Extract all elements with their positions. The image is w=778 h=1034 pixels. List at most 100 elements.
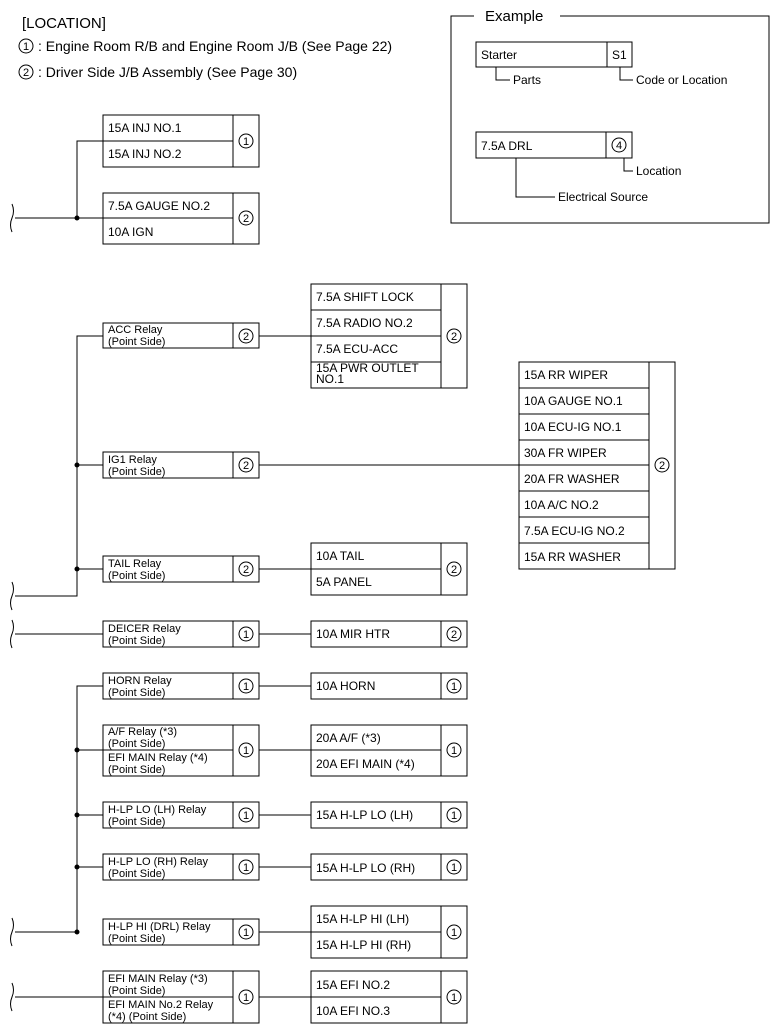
relay-hlp-lo-rh-location: 1 (243, 862, 249, 874)
relay-af-location: 1 (243, 745, 249, 757)
fuse-hlp-lo-lh: 15A H-LP LO (LH) (316, 808, 413, 822)
relay-acc-location: 2 (243, 331, 249, 343)
relay-hlp-lo-lh-sub: (Point Side) (108, 816, 165, 828)
feed-ign-top (10, 140, 103, 233)
relay-tail-location: 2 (243, 564, 249, 576)
fuse-group-horn: 10A HORN 1 (310, 672, 468, 700)
fuse-ecu-ig-no2: 7.5A ECU-IG NO.2 (524, 524, 625, 538)
relay-efi-main-location: 1 (243, 992, 249, 1004)
relay-horn-name: HORN Relay (108, 675, 172, 687)
relay-efi-main-3-sub: (Point Side) (108, 985, 165, 997)
relay-tail-name: TAIL Relay (108, 558, 162, 570)
relay-ig1-location: 2 (243, 460, 249, 472)
example-box: Example Starter S1 Parts Code or Locatio… (450, 8, 770, 224)
example-location-label: Location (636, 164, 681, 178)
fuse-gauge-2: 10A IGN (108, 225, 153, 239)
fuse-gauge-1: 7.5A GAUGE NO.2 (108, 199, 210, 213)
fuse-fr-wiper: 30A FR WIPER (524, 446, 607, 460)
example-source-code: 4 (616, 140, 622, 152)
fuse-fr-washer: 20A FR WASHER (524, 472, 620, 486)
relay-af-name: A/F Relay (*3) (108, 726, 177, 738)
location-legend: [LOCATION] 1 : Engine Room R/B and Engin… (18, 15, 392, 80)
fuse-inj-1: 15A INJ NO.1 (108, 121, 182, 135)
relay-hlp-lo-lh-name: H-LP LO (LH) Relay (108, 804, 207, 816)
fuse-mir-htr: 10A MIR HTR (316, 627, 390, 641)
location-code-1-marker (18, 38, 34, 54)
fuse-rr-wiper: 15A RR WIPER (524, 368, 608, 382)
fuse-hlp-hi-location: 1 (451, 927, 457, 939)
fuse-group-tail: 10A TAIL 5A PANEL 2 (310, 542, 468, 596)
relay-af-sub: (Point Side) (108, 738, 165, 750)
location-code-1-text: : Engine Room R/B and Engine Room J/B (S… (38, 38, 392, 54)
relay-hlp-hi-location: 1 (243, 927, 249, 939)
relay-deicer-location: 1 (243, 629, 249, 641)
fuse-efi-location: 1 (451, 992, 457, 1004)
example-source-name: 7.5A DRL (481, 139, 533, 153)
relay-horn: HORN Relay (Point Side) 1 (102, 672, 260, 700)
relay-hlp-lo-lh-location: 1 (243, 810, 249, 822)
location-code-2-marker (18, 64, 34, 80)
fuse-inj-2: 15A INJ NO.2 (108, 147, 182, 161)
relay-hlp-lo-rh-sub: (Point Side) (108, 868, 165, 880)
relay-deicer-name: DEICER Relay (108, 623, 181, 635)
relay-hlp-lo-rh: H-LP LO (RH) Relay (Point Side) 1 (102, 853, 260, 881)
fuse-panel: 5A PANEL (316, 575, 372, 589)
feed-efi-main (10, 982, 103, 1012)
fuse-ecu-ig-no1: 10A ECU-IG NO.1 (524, 420, 622, 434)
fuse-gauge-location: 2 (243, 213, 249, 225)
relay-horn-location: 1 (243, 681, 249, 693)
relay-tail-sub: (Point Side) (108, 570, 165, 582)
relay-hlp-hi-sub: (Point Side) (108, 933, 165, 945)
relay-af-efi-main: A/F Relay (*3) (Point Side) EFI MAIN Rel… (102, 724, 260, 777)
fuse-group-af: 20A A/F (*3) 20A EFI MAIN (*4) 1 (310, 724, 468, 777)
relay-hlp-lo-rh-name: H-LP LO (RH) Relay (108, 856, 209, 868)
relay-hlp-hi: H-LP HI (DRL) Relay (Point Side) 1 (102, 918, 260, 946)
fuse-pwr-outlet-2: NO.1 (316, 372, 344, 386)
fuse-efi-no2: 15A EFI NO.2 (316, 978, 390, 992)
fuse-ig1-location: 2 (659, 460, 665, 472)
location-code-2-text: : Driver Side J/B Assembly (See Page 30) (38, 64, 297, 80)
relay-hlp-lo-lh: H-LP LO (LH) Relay (Point Side) 1 (102, 801, 260, 829)
fuse-ac-no2: 10A A/C NO.2 (524, 498, 599, 512)
fuse-hlp-hi-rh: 15A H-LP HI (RH) (316, 938, 411, 952)
example-source-label: Electrical Source (558, 190, 648, 204)
example-parts-label: Parts (513, 73, 541, 87)
fuse-group-gauge: 7.5A GAUGE NO.2 10A IGN 2 (102, 192, 260, 245)
fuse-hlp-hi-lh: 15A H-LP HI (LH) (316, 912, 409, 926)
relay-efi-main-no2-name: EFI MAIN No.2 Relay (108, 999, 214, 1011)
relay-efi-main-sub: (Point Side) (108, 764, 165, 776)
relay-efi-main-no2-sub: (*4) (Point Side) (108, 1011, 186, 1023)
relay-ig1: IG1 Relay (Point Side) 2 (102, 451, 260, 479)
fuse-group-deicer: 10A MIR HTR 2 (310, 620, 468, 648)
fuse-horn: 10A HORN (316, 679, 375, 693)
fuse-group-efi: 15A EFI NO.2 10A EFI NO.3 1 (310, 970, 468, 1024)
fuse-group-ig1: 15A RR WIPER 10A GAUGE NO.1 10A ECU-IG N… (518, 361, 676, 570)
fuse-tail-location: 2 (451, 564, 457, 576)
relay-efi-main-name: EFI MAIN Relay (*4) (108, 752, 208, 764)
relay-ig1-name: IG1 Relay (108, 454, 157, 466)
fuse-hlp-lo-rh-location: 1 (451, 862, 457, 874)
relay-acc: ACC Relay (Point Side) 2 (102, 322, 260, 349)
fuse-efi-no3: 10A EFI NO.3 (316, 1004, 390, 1018)
example-part-name: Starter (481, 48, 517, 62)
fuse-efi-main: 20A EFI MAIN (*4) (316, 757, 415, 771)
fuse-hlp-lo-rh: 15A H-LP LO (RH) (316, 861, 415, 875)
relay-tail: TAIL Relay (Point Side) 2 (102, 555, 260, 583)
fuse-af: 20A A/F (*3) (316, 731, 381, 745)
fuse-acc-location: 2 (451, 331, 457, 343)
example-source-box (475, 131, 633, 159)
relay-efi-main: EFI MAIN Relay (*3) (Point Side) EFI MAI… (102, 970, 260, 1024)
example-code-label: Code or Location (636, 73, 727, 87)
relay-deicer-sub: (Point Side) (108, 635, 165, 647)
example-title: Example (485, 8, 543, 25)
fuse-group-hlp-hi: 15A H-LP HI (LH) 15A H-LP HI (RH) 1 (310, 905, 468, 959)
fuse-af-location: 1 (451, 745, 457, 757)
fuse-rr-washer: 15A RR WASHER (524, 550, 621, 564)
relay-efi-main-3-name: EFI MAIN Relay (*3) (108, 973, 208, 985)
feed-acc-bus (10, 335, 103, 611)
relay-hlp-hi-name: H-LP HI (DRL) Relay (108, 921, 211, 933)
relay-acc-name: ACC Relay (108, 324, 163, 336)
fuse-group-inj: 15A INJ NO.1 15A INJ NO.2 1 (102, 114, 260, 168)
relay-ig1-sub: (Point Side) (108, 466, 165, 478)
